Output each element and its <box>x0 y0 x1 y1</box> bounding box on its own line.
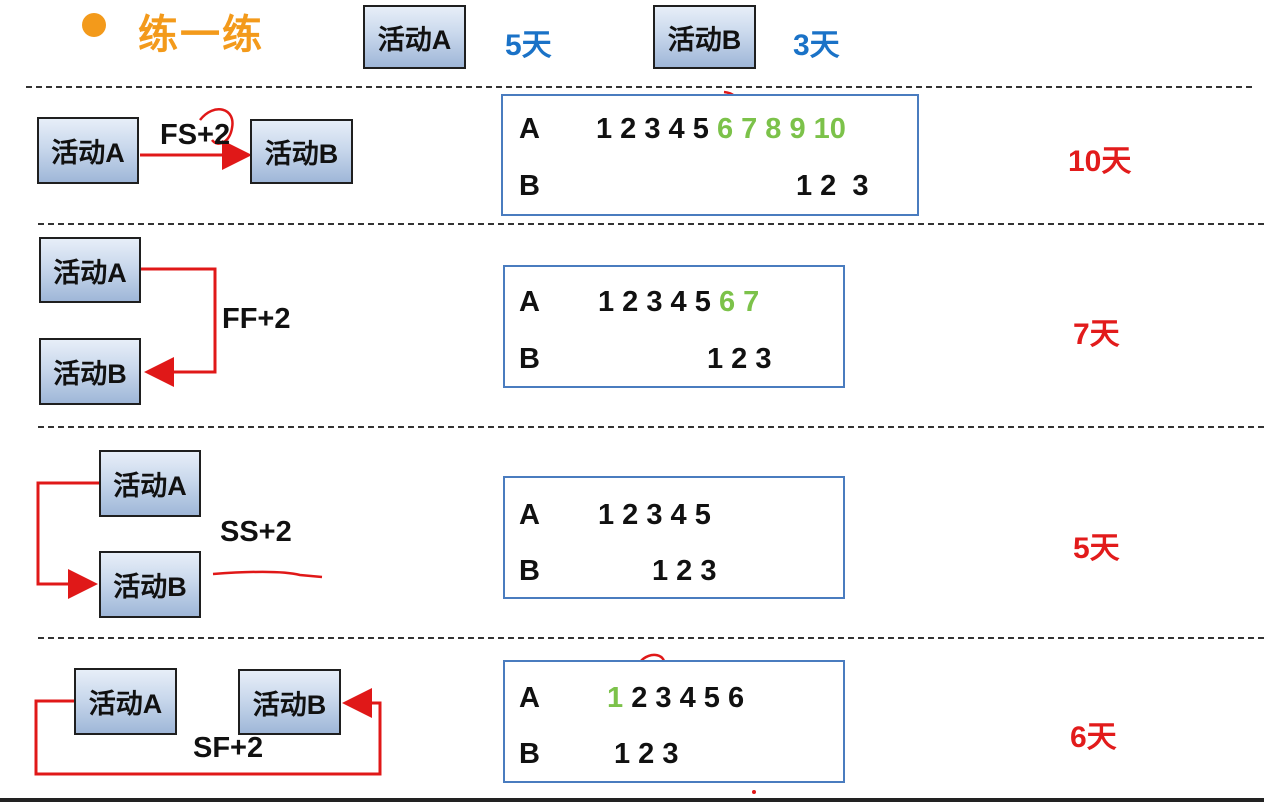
ff-row-a-green: 6 7 <box>718 286 760 318</box>
sf-activity-a-box: 活动A <box>74 668 177 735</box>
fs-row-a-green: 6 7 8 9 10 <box>716 113 846 145</box>
sf-schedule-panel <box>503 660 845 783</box>
ss-schedule-panel <box>503 476 845 599</box>
ss-activity-b-box: 活动B <box>99 551 201 618</box>
stray-mark <box>752 790 756 794</box>
ff-row-b-values: 1 2 3 <box>707 343 772 375</box>
ff-row-b-label: B <box>519 343 540 375</box>
ff-row-a-black: 1 2 3 4 5 <box>598 286 711 318</box>
ff-arrow <box>141 267 217 387</box>
ss-arrow <box>36 481 99 599</box>
fs-result: 10天 <box>1068 145 1132 178</box>
header-activity-a-box: 活动A <box>363 5 466 69</box>
ff-relation-label: FF+2 <box>222 303 291 335</box>
separator-line <box>38 223 1264 225</box>
ss-annotation-underline <box>212 570 323 579</box>
ss-row-b-label: B <box>519 555 540 587</box>
fs-schedule-panel <box>501 94 919 216</box>
separator-line <box>38 637 1264 639</box>
ss-row-a-values: 1 2 3 4 5 <box>598 499 711 531</box>
ff-row-a-label: A <box>519 286 540 318</box>
ss-result: 5天 <box>1073 532 1120 565</box>
sf-row-a-values: 1 2 3 4 5 6 <box>607 682 744 715</box>
ff-activity-a-box: 活动A <box>39 237 141 303</box>
fs-relation-label: FS+2 <box>160 119 231 151</box>
fs-row-b-values: 1 2 3 <box>796 170 869 202</box>
ff-result: 7天 <box>1073 318 1120 351</box>
sf-row-a-label: A <box>519 682 540 714</box>
fs-row-a-values: 1 2 3 4 5 6 7 8 9 10 <box>596 113 846 146</box>
sf-result: 6天 <box>1070 721 1117 754</box>
sf-row-a-green: 1 <box>607 682 624 714</box>
ss-row-a-label: A <box>519 499 540 531</box>
fs-activity-b-box: 活动B <box>250 119 353 184</box>
header-activity-b-box: 活动B <box>653 5 756 69</box>
sf-activity-b-box: 活动B <box>238 669 341 735</box>
bottom-border <box>0 798 1264 802</box>
fs-activity-a-box: 活动A <box>37 117 139 184</box>
sf-row-a-black: 2 3 4 5 6 <box>631 682 745 714</box>
ff-activity-b-box: 活动B <box>39 338 141 405</box>
separator-line <box>26 86 1252 88</box>
fs-row-a-black: 1 2 3 4 5 <box>596 113 709 145</box>
ff-row-a-values: 1 2 3 4 5 6 7 <box>598 286 759 319</box>
fs-annotation-circle <box>199 108 234 145</box>
ff-schedule-panel <box>503 265 845 388</box>
title-bullet-icon <box>82 13 106 37</box>
sf-row-b-label: B <box>519 738 540 770</box>
fs-row-a-label: A <box>519 113 540 145</box>
page-title: 练一练 <box>138 13 264 57</box>
ss-activity-a-box: 活动A <box>99 450 201 517</box>
sf-row-b-values: 1 2 3 <box>614 738 679 770</box>
ss-row-b-values: 1 2 3 <box>652 555 717 587</box>
separator-line <box>38 426 1264 428</box>
sf-arrow <box>34 688 382 776</box>
header-activity-a-duration: 5天 <box>505 29 552 62</box>
header-activity-b-duration: 3天 <box>793 29 840 62</box>
fs-row-b-label: B <box>519 170 540 202</box>
sf-relation-label: SF+2 <box>193 732 264 764</box>
ss-relation-label: SS+2 <box>220 516 292 548</box>
